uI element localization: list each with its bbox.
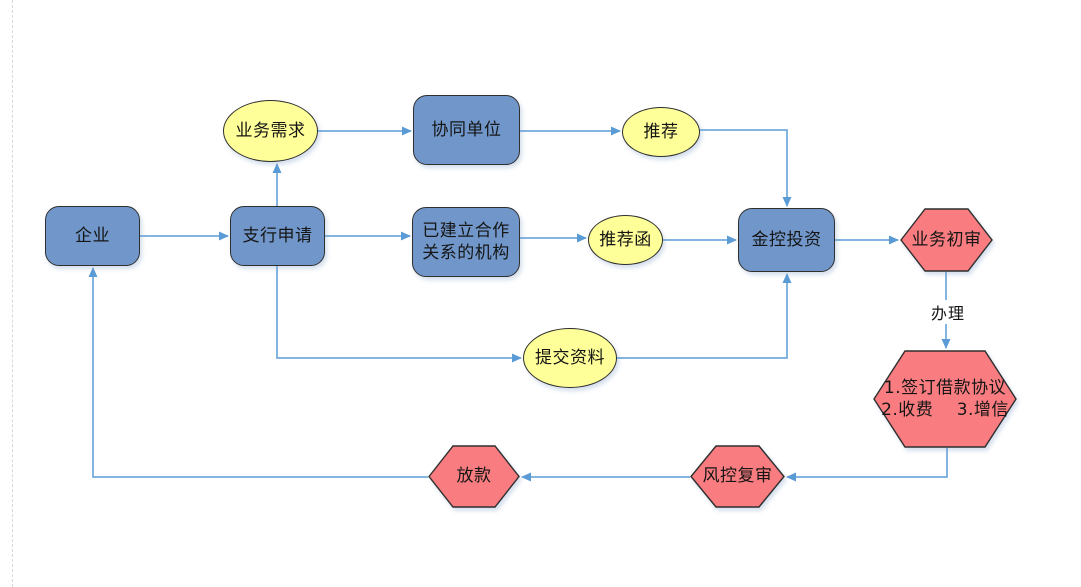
hexagon-shape bbox=[690, 445, 785, 508]
node-label-line: 推荐 bbox=[643, 121, 679, 142]
node-label-line: 推荐函 bbox=[599, 229, 652, 250]
node-tuijian[interactable]: 推荐 bbox=[622, 107, 700, 157]
node-zhihang[interactable]: 支行申请 bbox=[230, 206, 325, 266]
node-fangkuan[interactable]: 放款 bbox=[428, 445, 520, 508]
edge-tijiao-to-jinkong bbox=[617, 273, 792, 359]
hexagon-shape bbox=[900, 208, 993, 272]
hexagon-shape bbox=[873, 350, 1017, 448]
node-label-line: 2.收费 3.增信 bbox=[881, 400, 1009, 420]
node-label-line: 提交资料 bbox=[535, 347, 605, 368]
edge-zhihang-to-tijiao bbox=[276, 266, 522, 363]
node-label-qiye: 企业 bbox=[46, 225, 139, 247]
node-chushen[interactable]: 业务初审 bbox=[900, 208, 993, 272]
node-label-tijiao: 提交资料 bbox=[524, 347, 616, 369]
node-label-line: 业务初审 bbox=[911, 229, 982, 250]
node-tijiao[interactable]: 提交资料 bbox=[523, 328, 617, 388]
node-label-line: 放款 bbox=[456, 466, 492, 487]
node-label-fangkuan: 放款 bbox=[428, 465, 520, 487]
edge-fangkuan-to-qiye bbox=[88, 267, 428, 478]
node-label-yewuxuqiu: 业务需求 bbox=[224, 120, 317, 142]
node-label-tuijianhan: 推荐函 bbox=[589, 229, 662, 251]
node-label-line: 金控投资 bbox=[751, 229, 822, 250]
edge-tuijian-to-jinkong bbox=[700, 129, 792, 207]
node-label-zhihang: 支行申请 bbox=[231, 225, 324, 247]
node-label-line: 风控复审 bbox=[702, 466, 773, 487]
node-label-line: 已建立合作 bbox=[422, 220, 510, 241]
node-xietong[interactable]: 协同单位 bbox=[413, 95, 520, 165]
node-label-chushen: 业务初审 bbox=[900, 229, 993, 251]
node-label-jinkong: 金控投资 bbox=[739, 229, 834, 251]
node-label-line: 关系的机构 bbox=[422, 243, 510, 263]
node-label-line: 1.签订借款协议 bbox=[883, 377, 1007, 398]
node-label-jigou: 已建立合作关系的机构 bbox=[413, 220, 519, 264]
node-label-line: 企业 bbox=[75, 225, 110, 246]
node-fengkong[interactable]: 风控复审 bbox=[690, 445, 785, 508]
node-label-fengkong: 风控复审 bbox=[690, 465, 785, 487]
node-tuijianhan[interactable]: 推荐函 bbox=[588, 215, 663, 265]
node-label-tuijian: 推荐 bbox=[623, 121, 699, 143]
edge-banli-to-fengkong bbox=[786, 448, 948, 482]
hexagon-shape bbox=[428, 445, 520, 508]
node-label-line: 业务需求 bbox=[235, 120, 306, 141]
edge-label-banli-label: 办理 bbox=[927, 300, 969, 324]
node-label-xietong: 协同单位 bbox=[414, 119, 519, 141]
node-qiye[interactable]: 企业 bbox=[45, 206, 140, 266]
node-jinkong[interactable]: 金控投资 bbox=[738, 208, 835, 272]
page-margin-guide bbox=[12, 0, 13, 587]
node-jigou[interactable]: 已建立合作关系的机构 bbox=[412, 207, 520, 277]
node-yewuxuqiu[interactable]: 业务需求 bbox=[223, 100, 318, 162]
node-label-line: 支行申请 bbox=[242, 225, 313, 246]
node-label-line: 协同单位 bbox=[431, 119, 502, 140]
